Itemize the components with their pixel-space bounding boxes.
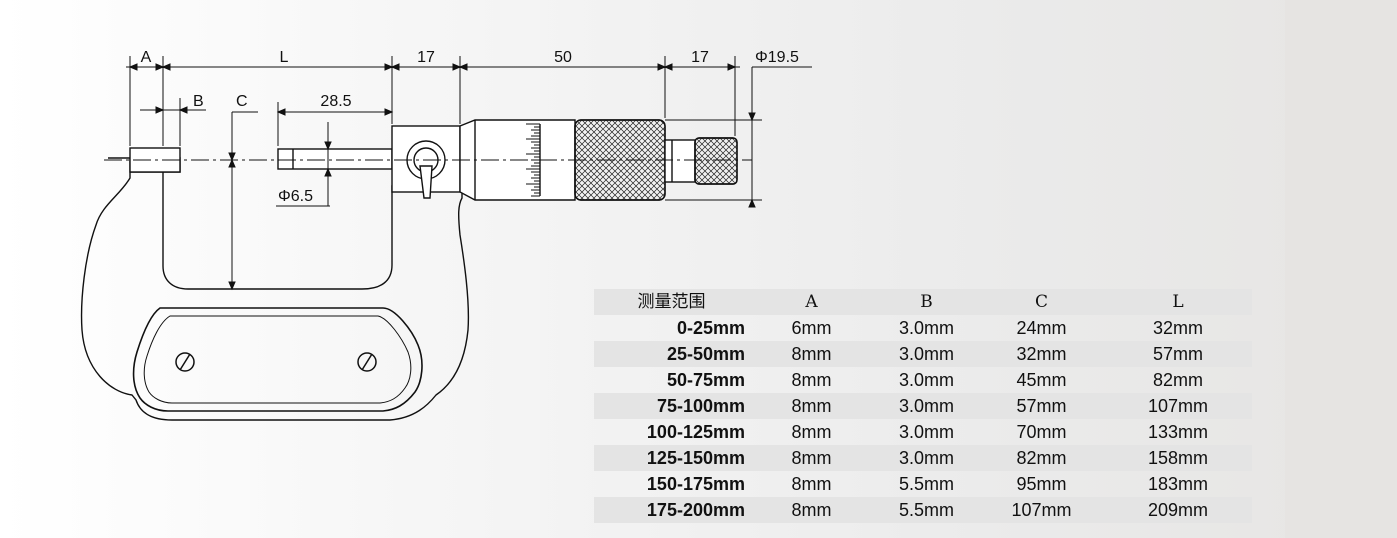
cell-l: 32mm (1152, 318, 1203, 338)
cell-b: 3.0mm (874, 393, 979, 419)
cell-c: 45mm (1016, 370, 1067, 390)
cell-b: 3.0mm (874, 341, 979, 367)
header-a: A (749, 289, 874, 315)
table-row: 0-25mm 6mm 3.0mm 24mm 32mm (594, 315, 1252, 341)
cell-c: 82mm (979, 445, 1104, 471)
cell-a: 8mm (791, 422, 832, 442)
dim-label-c: C (236, 93, 248, 110)
table-row: 25-50mm 8mm 3.0mm 32mm 57mm (594, 341, 1252, 367)
table-row: 100-125mm 8mm 3.0mm 70mm 133mm (594, 419, 1252, 445)
spindle-lock (391, 125, 461, 199)
dim-label-l: L (280, 49, 289, 66)
table-row: 175-200mm 8mm 5.5mm 107mm 209mm (594, 497, 1252, 523)
cell-l: 209mm (1104, 497, 1252, 523)
dim-label-phi19-5: Φ19.5 (755, 49, 799, 66)
cell-c: 32mm (979, 341, 1104, 367)
header-l: L (1104, 289, 1252, 315)
cell-range: 25-50mm (594, 341, 749, 367)
table-header-row: 测量范围 A B C L (594, 289, 1252, 315)
cell-range: 75-100mm (594, 393, 749, 419)
cell-range: 0-25mm (676, 318, 745, 338)
cell-b: 3.0mm (898, 370, 954, 390)
cell-range: 150-175mm (646, 474, 745, 494)
dim-label-50: 50 (554, 49, 572, 66)
cell-l: 107mm (1104, 393, 1252, 419)
dim-label-17-lock: 17 (417, 49, 435, 66)
cell-c: 57mm (979, 393, 1104, 419)
dim-label-b: B (193, 93, 204, 110)
cell-c: 24mm (1016, 318, 1067, 338)
cell-b: 5.5mm (898, 474, 954, 494)
cell-range: 175-200mm (594, 497, 749, 523)
ratchet (664, 137, 738, 185)
micrometer-frame (80, 157, 470, 421)
cell-c: 95mm (1016, 474, 1067, 494)
header-range: 测量范围 (594, 289, 749, 315)
specification-table: 测量范围 A B C L 0-25mm 6mm 3.0mm 24mm 32mm … (594, 289, 1252, 523)
cell-range: 50-75mm (666, 370, 745, 390)
cell-a: 8mm (749, 341, 874, 367)
header-c: C (979, 289, 1104, 315)
cell-a: 8mm (749, 497, 874, 523)
cell-a: 8mm (791, 370, 832, 390)
table-row: 50-75mm 8mm 3.0mm 45mm 82mm (594, 367, 1252, 393)
cell-a: 8mm (749, 393, 874, 419)
dim-label-phi6-5: Φ6.5 (278, 188, 313, 205)
cell-l: 57mm (1104, 341, 1252, 367)
dimension-lines (126, 56, 812, 291)
dim-label-17-ratchet: 17 (691, 49, 709, 66)
cell-b: 3.0mm (874, 445, 979, 471)
dim-label-a: A (141, 49, 152, 66)
cell-l: 133mm (1147, 422, 1209, 442)
cell-b: 3.0mm (898, 318, 954, 338)
cell-range: 100-125mm (646, 422, 745, 442)
spindle (277, 148, 393, 170)
cell-b: 3.0mm (898, 422, 954, 442)
cell-range: 125-150mm (594, 445, 749, 471)
table-row: 125-150mm 8mm 3.0mm 82mm 158mm (594, 445, 1252, 471)
table-row: 75-100mm 8mm 3.0mm 57mm 107mm (594, 393, 1252, 419)
background-band (1285, 0, 1397, 538)
dim-label-28-5: 28.5 (320, 93, 351, 110)
cell-c: 107mm (979, 497, 1104, 523)
cell-l: 158mm (1104, 445, 1252, 471)
header-b: B (874, 289, 979, 315)
table-row: 150-175mm 8mm 5.5mm 95mm 183mm (594, 471, 1252, 497)
cell-a: 8mm (791, 474, 832, 494)
cell-a: 8mm (749, 445, 874, 471)
cell-l: 183mm (1147, 474, 1209, 494)
cell-a: 6mm (791, 318, 832, 338)
cell-c: 70mm (1016, 422, 1067, 442)
cell-l: 82mm (1152, 370, 1203, 390)
cell-b: 5.5mm (874, 497, 979, 523)
graduation-ticks (526, 123, 540, 197)
